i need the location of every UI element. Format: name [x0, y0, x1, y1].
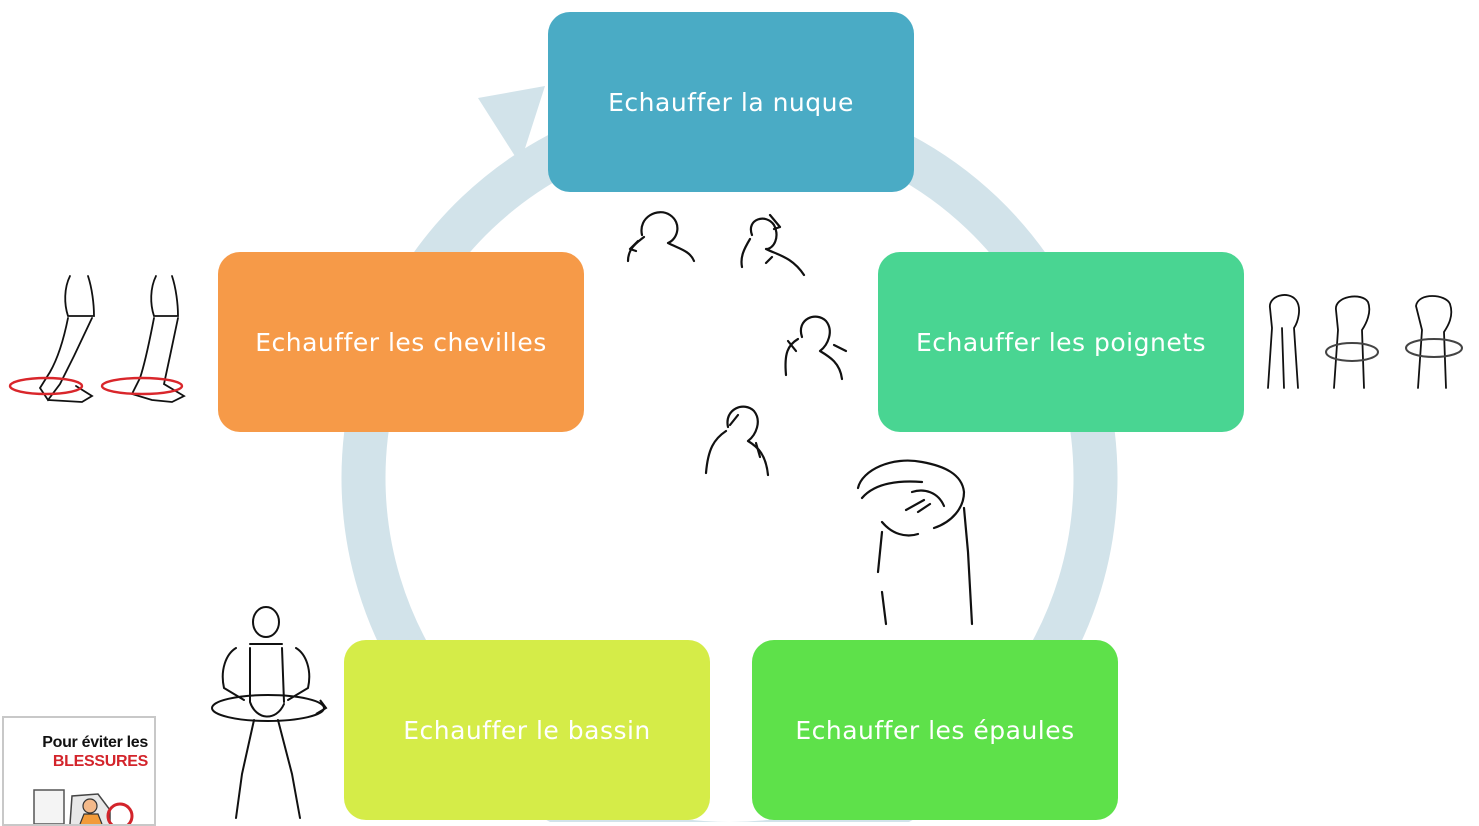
- wrist-exercise-illustration: [1267, 294, 1463, 389]
- hip-exercise-illustration: [211, 606, 328, 819]
- step-label-epaules: Echauffer les épaules: [795, 715, 1075, 745]
- cycle-arrowhead: [478, 86, 545, 164]
- step-label-poignets: Echauffer les poignets: [915, 327, 1207, 357]
- step-label-chevilles: Echauffer les chevilles: [255, 327, 547, 357]
- step-box-epaules: Echauffer les épaules: [752, 640, 1118, 820]
- poster-illustration: [33, 789, 134, 824]
- poster-title: Pour éviter les: [42, 734, 148, 751]
- step-box-bassin: Echauffer le bassin: [344, 640, 710, 820]
- neck-exercise-illustration: [626, 211, 848, 477]
- ankle-exercise-illustration: [8, 275, 186, 403]
- step-box-chevilles: Echauffer les chevilles: [218, 252, 584, 432]
- step-box-poignets: Echauffer les poignets: [878, 252, 1244, 432]
- warning-poster: Pour éviter les BLESSURES: [2, 716, 156, 826]
- poster-subtitle: BLESSURES: [52, 753, 148, 770]
- step-box-nuque: Echauffer la nuque: [548, 12, 914, 192]
- step-label-nuque: Echauffer la nuque: [608, 87, 854, 117]
- step-label-bassin: Echauffer le bassin: [403, 715, 651, 745]
- shoulder-exercise-illustration: [856, 459, 974, 626]
